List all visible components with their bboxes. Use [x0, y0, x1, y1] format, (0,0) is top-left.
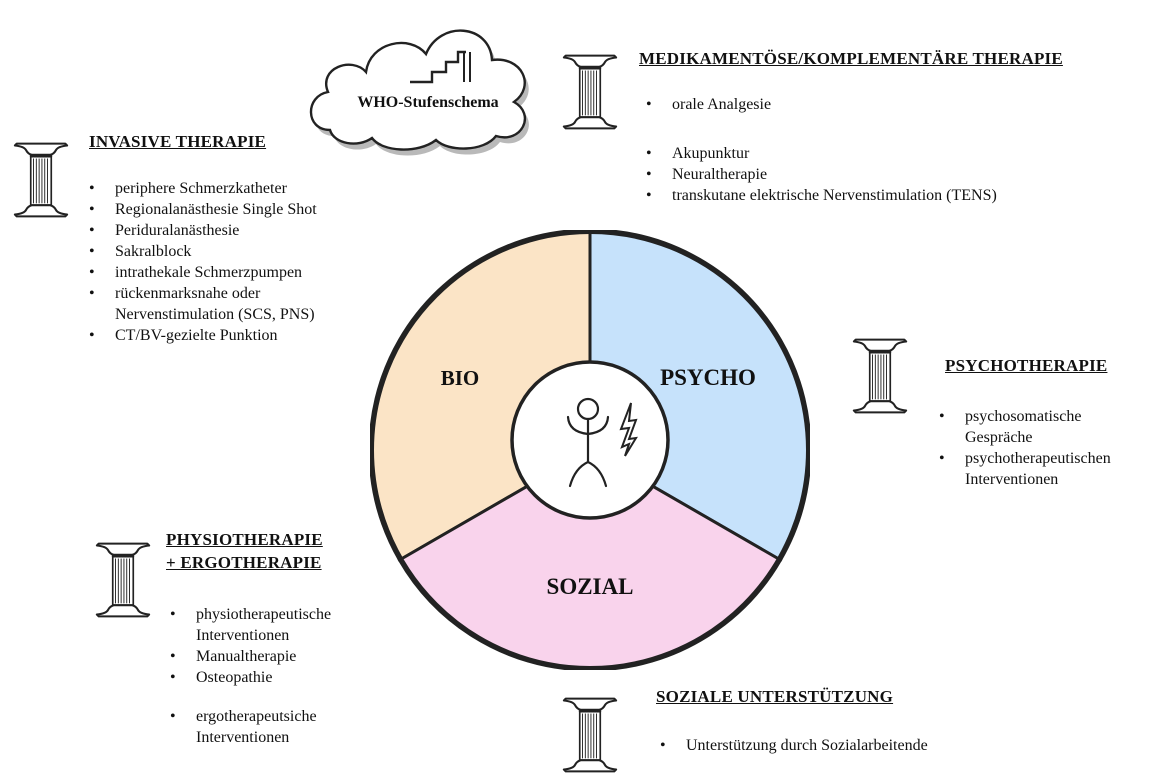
stairs-icon	[410, 50, 471, 84]
list-item: psychotherapeutischen Interventionen	[939, 448, 1111, 490]
list-item: periphere Schmerzkatheter	[89, 178, 317, 199]
list-item: psychosomatische Gespräche	[939, 406, 1111, 448]
segment-label-sozial: SOZIAL	[546, 574, 634, 599]
center-circle	[510, 360, 670, 520]
list-medikamentoes: orale Analgesie Akupunktur Neuraltherapi…	[646, 94, 997, 206]
list-item: rückenmarksnahe oder Nervenstimulation (…	[89, 283, 317, 325]
heading-medikamentoes: MEDIKAMENTÖSE/KOMPLEMENTÄRE THERAPIE	[639, 49, 1063, 68]
lightning-icon	[619, 402, 638, 457]
pillar-icon-sozial	[562, 693, 618, 777]
list-physio: physiotherapeutische Interventionen Manu…	[170, 604, 331, 748]
list-psychotherapie: psychosomatische Gespräche psychotherape…	[939, 406, 1111, 490]
pillar-icon-invasive	[13, 138, 69, 222]
heading-ergo: + ERGOTHERAPIE	[166, 553, 322, 572]
pillar-icon-physio	[95, 538, 151, 622]
list-item: Neuraltherapie	[646, 164, 997, 185]
list-item: Osteopathie	[170, 667, 331, 688]
list-item: Akupunktur	[646, 143, 997, 164]
list-item: ergotherapeutsiche Interventionen	[170, 706, 331, 748]
list-item: Unterstützung durch Sozialarbeitende	[660, 735, 928, 756]
list-item: Regionalanästhesie Single Shot	[89, 199, 317, 220]
list-item: CT/BV-gezielte Punktion	[89, 325, 317, 346]
heading-psychotherapie: PSYCHOTHERAPIE	[945, 356, 1108, 375]
heading-invasive: INVASIVE THERAPIE	[89, 132, 267, 151]
heading-physio: PHYSIOTHERAPIE	[166, 530, 323, 549]
list-item: Manualtherapie	[170, 646, 331, 667]
list-item: physiotherapeutische Interventionen	[170, 604, 331, 646]
who-cloud	[309, 29, 529, 156]
pillar-icon-psychotherapie	[852, 334, 908, 418]
bio-psycho-sozial-wheel	[370, 230, 810, 670]
segment-label-psycho: PSYCHO	[660, 365, 756, 390]
cloud-label: WHO-Stufenschema	[357, 94, 499, 111]
list-item: orale Analgesie	[646, 94, 997, 115]
list-invasive: periphere Schmerzkatheter Regionalanästh…	[89, 178, 317, 346]
list-item: Sakralblock	[89, 241, 317, 262]
list-sozial: Unterstützung durch Sozialarbeitende	[660, 735, 928, 756]
heading-sozial: SOZIALE UNTERSTÜTZUNG	[656, 687, 894, 706]
stick-figure-icon	[566, 397, 610, 488]
list-item: intrathekale Schmerzpumpen	[89, 262, 317, 283]
list-item: Periduralanästhesie	[89, 220, 317, 241]
segment-label-bio: BIO	[440, 366, 480, 390]
list-item: transkutane elektrische Nervenstimulatio…	[646, 185, 997, 206]
pillar-icon-medikamentoes	[562, 50, 618, 134]
